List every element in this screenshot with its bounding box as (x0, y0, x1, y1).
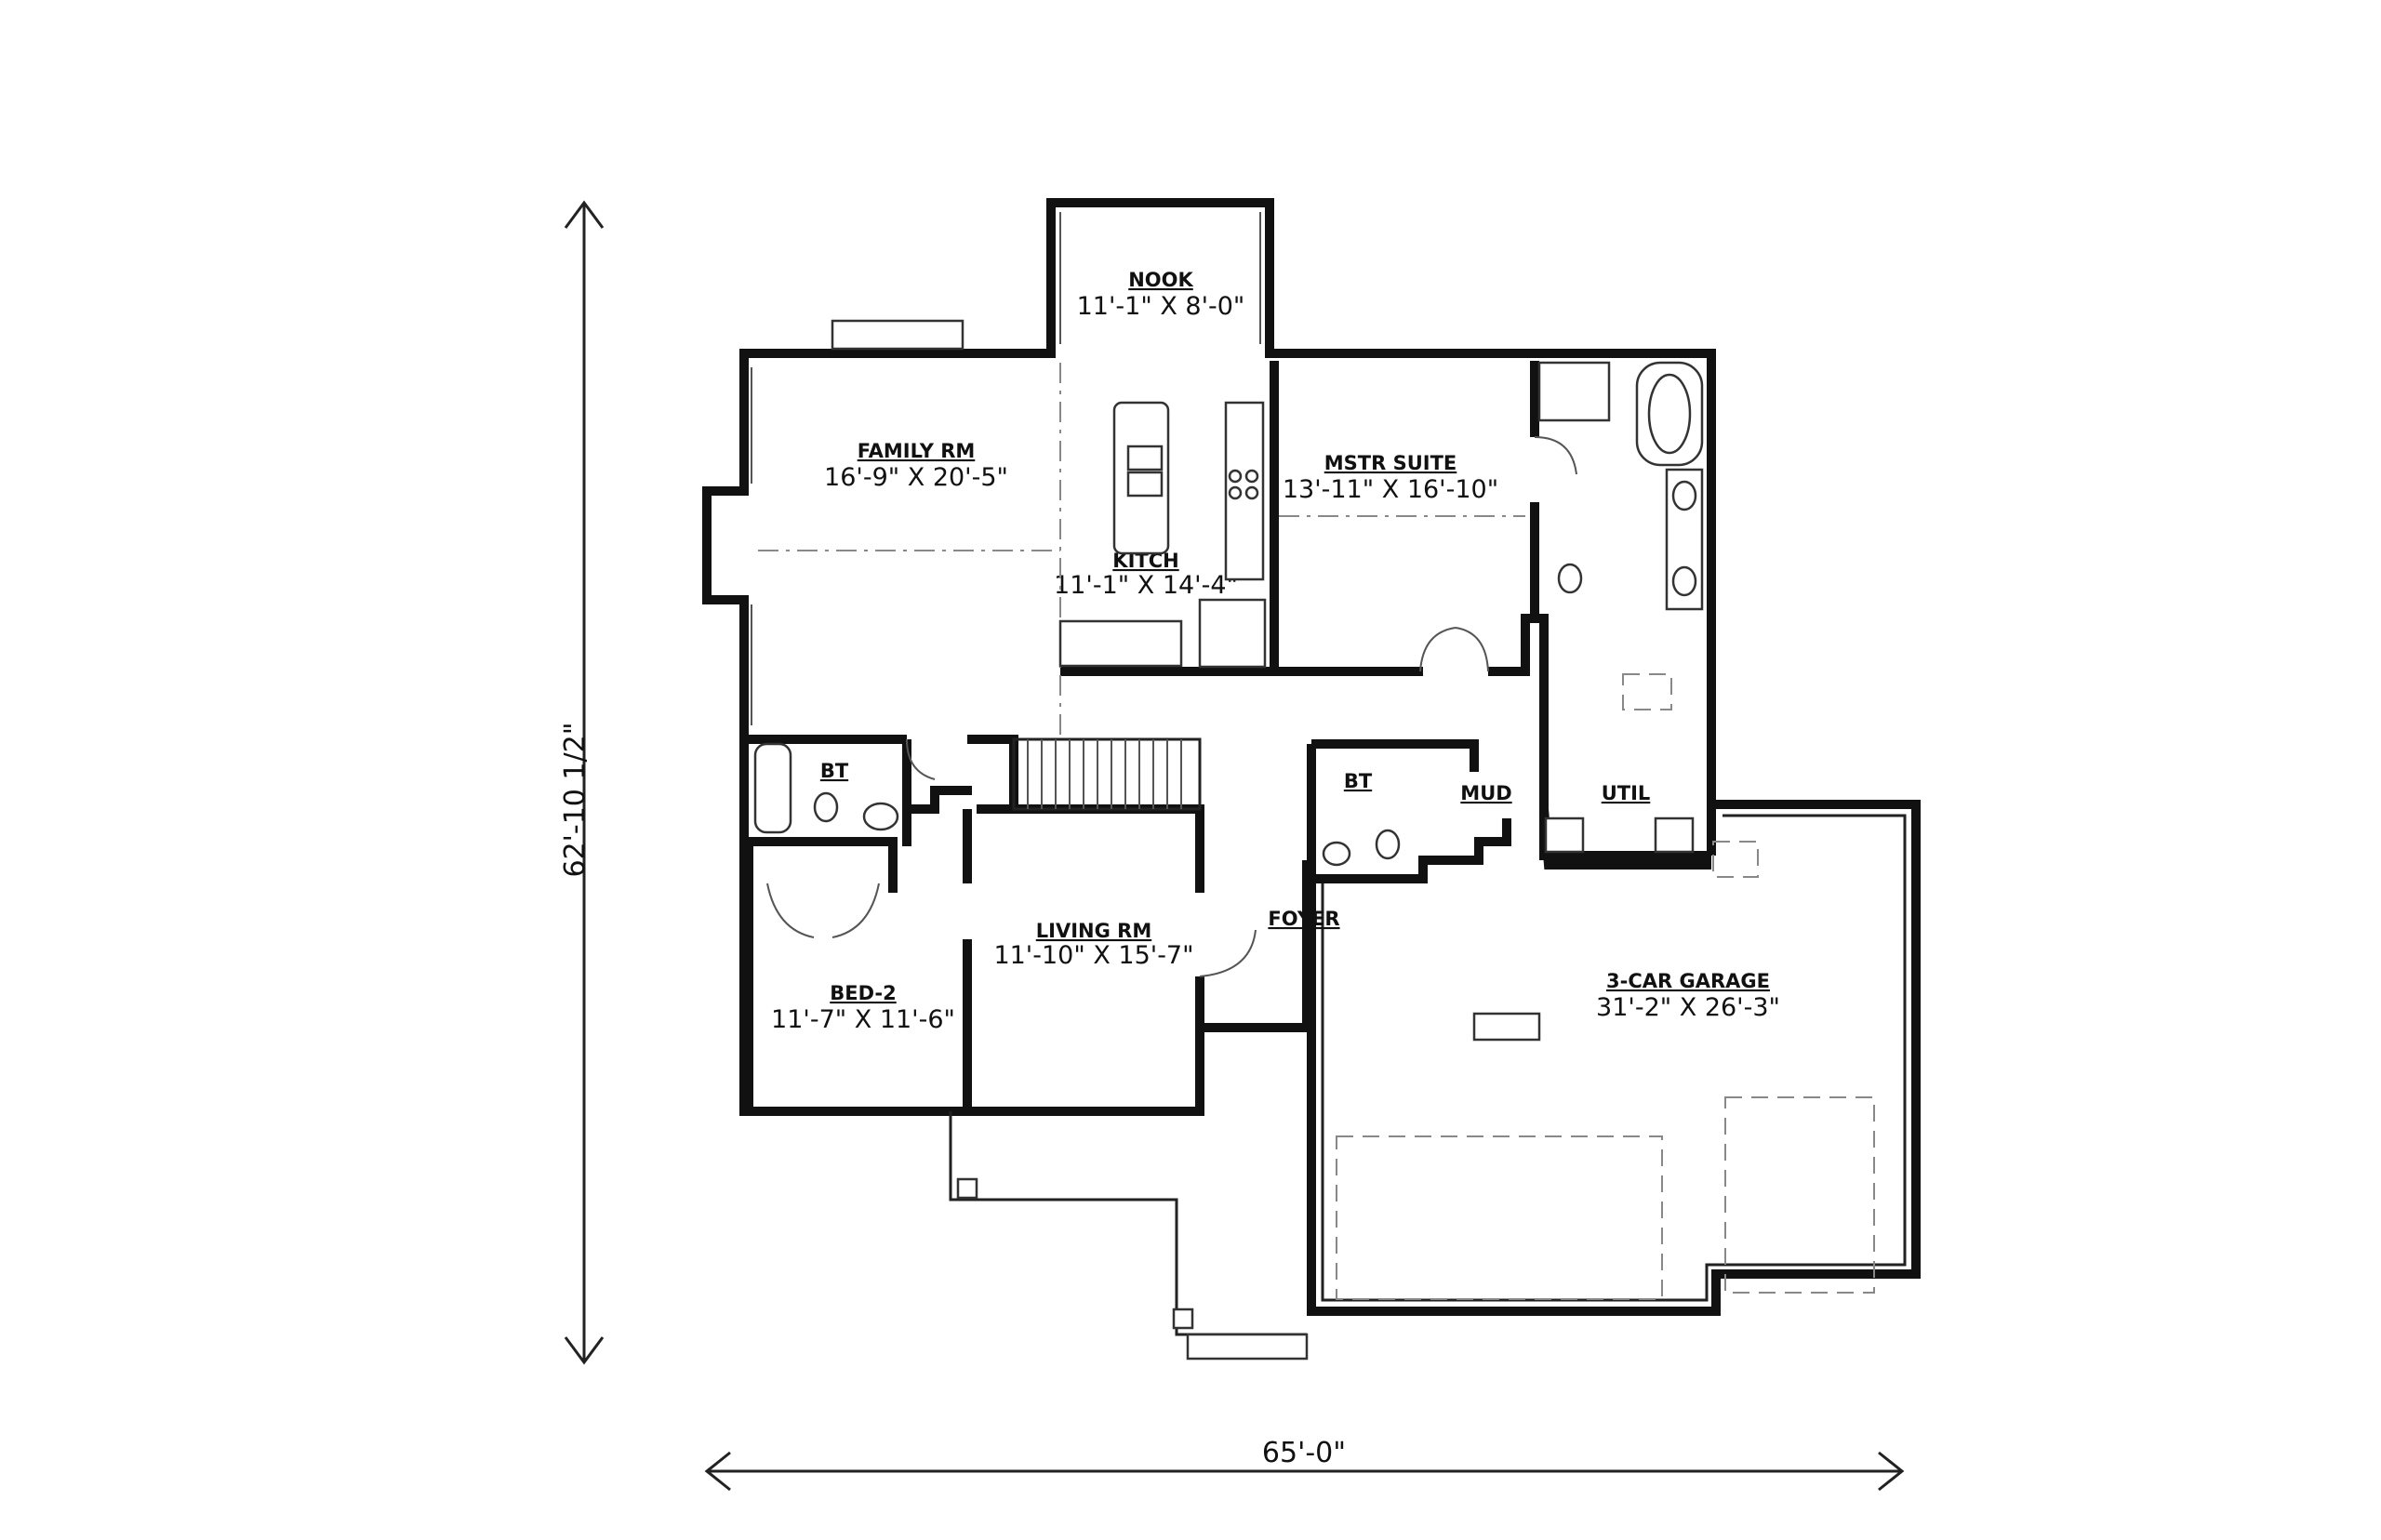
family-room-label: FAMILY RM (858, 440, 976, 462)
bath-door (906, 738, 936, 780)
fixtures (751, 212, 1875, 1361)
bed-2-dims: 11'-7" X 11'-6" (771, 1005, 955, 1034)
kitchen-dims: 11'-1" X 14'-4" (1054, 571, 1238, 600)
mud-bench (1472, 1012, 1541, 1042)
util-label: UTIL (1602, 782, 1651, 804)
kitchen-counter-south (1058, 619, 1183, 668)
washer (1544, 816, 1585, 854)
nook-dims: 11'-1" X 8'-0" (1077, 292, 1245, 321)
burner-icon (1228, 469, 1243, 484)
sink-icon (1671, 565, 1697, 597)
garage-marker (1712, 841, 1759, 878)
mud-label: MUD (1460, 782, 1511, 804)
porch-post (956, 1177, 978, 1200)
living-room-dims: 11'-10" X 15'-7" (993, 941, 1193, 970)
closet-marker (1622, 673, 1672, 710)
toilet-icon (1322, 841, 1351, 867)
depth-arrow-icon (564, 200, 605, 1365)
sink-icon (1375, 829, 1401, 860)
room-labels: NOOK 11'-1" X 8'-0" FAMILY RM 16'-9" X 2… (771, 269, 1780, 1034)
bath-mud-label: BT (1344, 770, 1373, 792)
master-suite-label: MSTR SUITE (1324, 452, 1457, 474)
fireplace-hearth (831, 319, 964, 351)
toilet-icon (813, 791, 839, 823)
overall-dimensions: 62'-10 1/2" 65'-0" (559, 200, 1905, 1492)
living-room-label: LIVING RM (1036, 920, 1151, 942)
burner-icon (1244, 469, 1259, 484)
nook-label: NOOK (1128, 269, 1193, 291)
tub-basin (1647, 373, 1692, 455)
garage-dims: 31'-2" X 26'-3" (1596, 993, 1780, 1022)
overall-width-label: 65'-0" (1262, 1437, 1346, 1469)
sink-1 (1126, 445, 1164, 471)
toilet-icon (1557, 563, 1583, 594)
closet-door (766, 883, 880, 938)
overall-depth-label: 62'-10 1/2" (559, 722, 592, 877)
front-door (1199, 929, 1257, 977)
porch-post (1172, 1308, 1194, 1330)
master-suite-dims: 13'-11" X 16'-10" (1283, 475, 1498, 504)
garage-label: 3-CAR GARAGE (1606, 970, 1770, 992)
burner-icon (1244, 485, 1259, 500)
walls (702, 198, 1921, 1316)
sink-icon (1671, 480, 1697, 511)
pantry (1198, 598, 1267, 669)
foyer-label: FOYER (1268, 908, 1339, 930)
bath-door (1534, 436, 1577, 475)
dryer (1654, 816, 1695, 854)
front-step (1186, 1333, 1309, 1361)
shower (1537, 361, 1611, 422)
bed-2-label: BED-2 (830, 982, 897, 1004)
family-room-dims: 16'-9" X 20'-5" (824, 463, 1008, 492)
bathtub (753, 742, 792, 834)
garage-bay-double (1336, 1135, 1663, 1300)
sink-2 (1126, 471, 1164, 498)
stairs (1012, 737, 1202, 811)
bath-left-label: BT (820, 760, 849, 782)
sink-icon (862, 802, 899, 831)
burner-icon (1228, 485, 1243, 500)
garage-bay-single (1724, 1096, 1875, 1294)
double-door (1419, 627, 1489, 672)
width-arrow-icon (704, 1451, 1905, 1492)
